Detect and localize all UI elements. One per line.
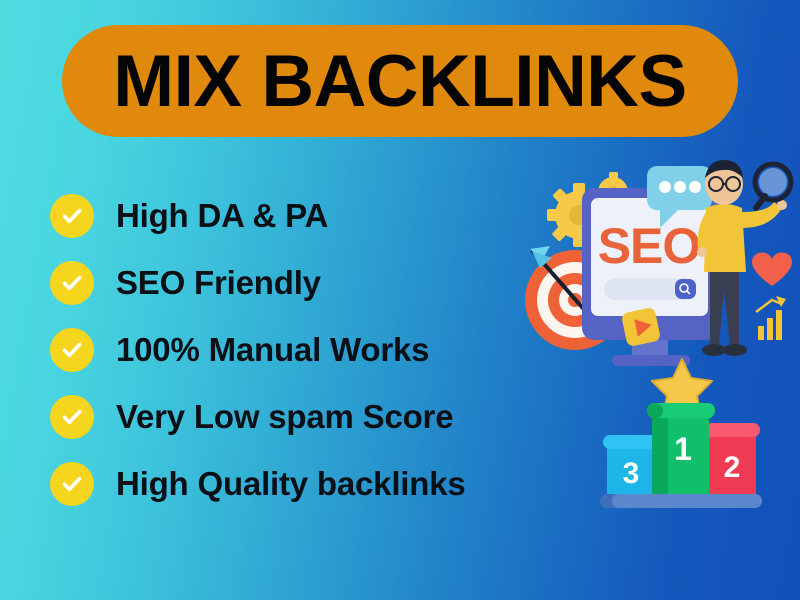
feature-label: Very Low spam Score — [116, 398, 454, 435]
check-circle-icon — [50, 327, 94, 372]
search-bar-icon — [604, 278, 696, 300]
feature-list: High DA & PA SEO Friendly 100% Manual Wo… — [50, 193, 590, 528]
page-title: MIX BACKLINKS — [113, 40, 687, 122]
chat-bubble-icon — [647, 166, 712, 228]
podium-rank-1: 1 — [674, 431, 692, 467]
heart-icon — [752, 252, 792, 286]
podium-rank-2: 2 — [724, 451, 741, 484]
seo-illustration: SEO — [520, 150, 800, 380]
feature-label: High DA & PA — [116, 197, 329, 234]
feature-label: SEO Friendly — [116, 264, 321, 301]
play-button-icon — [622, 308, 660, 346]
list-item: High Quality backlinks — [50, 461, 590, 506]
bar-chart-icon — [755, 296, 786, 340]
title-banner: MIX BACKLINKS — [62, 25, 738, 137]
podium-place-2: 2 — [705, 423, 760, 495]
feature-label: 100% Manual Works — [116, 331, 430, 368]
check-circle-icon — [50, 193, 94, 238]
winners-podium: 3 2 1 — [595, 355, 770, 515]
podium-rank-3: 3 — [623, 457, 640, 490]
seo-screen-text: SEO — [598, 218, 701, 274]
podium-place-1: 1 — [647, 403, 715, 495]
list-item: 100% Manual Works — [50, 327, 590, 372]
check-circle-icon — [50, 394, 94, 439]
list-item: High DA & PA — [50, 193, 590, 238]
feature-label: High Quality backlinks — [116, 465, 466, 502]
podium-place-3: 3 — [603, 435, 658, 495]
list-item: Very Low spam Score — [50, 394, 590, 439]
list-item: SEO Friendly — [50, 260, 590, 305]
check-circle-icon — [50, 461, 94, 506]
person-with-magnifier-icon — [697, 160, 794, 356]
check-circle-icon — [50, 260, 94, 305]
